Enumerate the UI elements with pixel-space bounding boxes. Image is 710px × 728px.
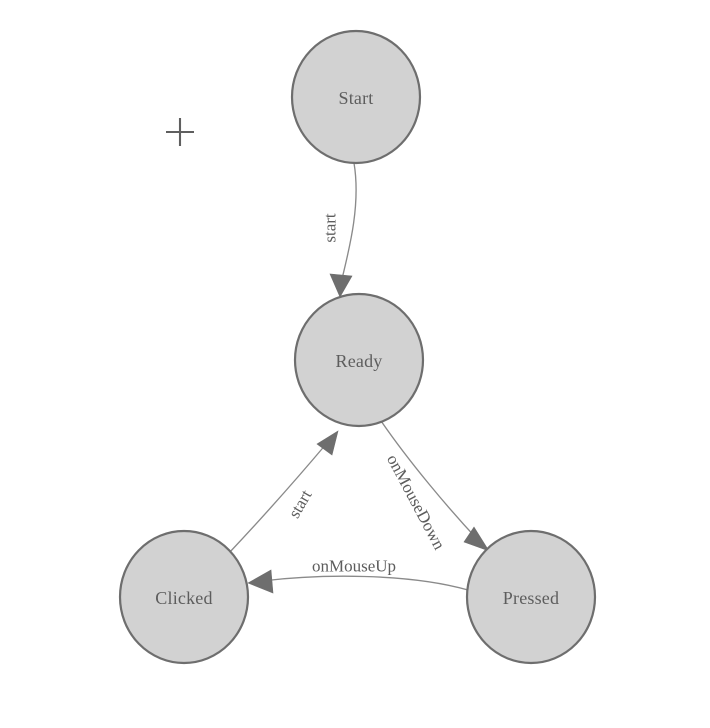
- plus-icon[interactable]: [166, 118, 194, 146]
- edge-line-start-to-ready: [340, 162, 357, 284]
- edge-ready-to-pressed[interactable]: onMouseDown: [378, 417, 490, 553]
- edge-label-start-to-ready: start: [321, 213, 340, 243]
- arrowhead-into-ready-from-clicked: [316, 430, 339, 456]
- node-shape-clicked[interactable]: [118, 529, 250, 665]
- edge-line-pressed-to-clicked: [261, 575, 469, 591]
- node-label-clicked: Clicked: [155, 588, 212, 608]
- arrowhead-into-clicked-from-pressed: [247, 569, 274, 594]
- edge-line-ready-to-pressed: [378, 417, 479, 541]
- edge-clicked-to-ready[interactable]: start: [228, 430, 339, 554]
- node-clicked[interactable]: Clicked: [118, 529, 250, 665]
- arrowhead-into-ready-from-start: [329, 273, 353, 298]
- node-ready[interactable]: Ready: [293, 292, 425, 428]
- node-shape-ready[interactable]: [293, 292, 425, 428]
- edge-line-clicked-to-ready: [228, 442, 328, 554]
- node-label-ready: Ready: [336, 351, 383, 371]
- edge-pressed-to-clicked[interactable]: onMouseUp: [247, 557, 469, 594]
- edge-start-to-ready[interactable]: start: [321, 162, 357, 298]
- node-shape-start[interactable]: [290, 29, 422, 165]
- edge-label-ready-to-pressed: onMouseDown: [383, 451, 449, 553]
- node-start[interactable]: Start: [290, 29, 422, 165]
- edge-label-pressed-to-clicked: onMouseUp: [312, 557, 396, 576]
- node-pressed[interactable]: Pressed: [465, 529, 597, 665]
- node-shape-pressed[interactable]: [465, 529, 597, 665]
- arrowhead-into-pressed-from-ready: [463, 526, 490, 552]
- edge-label-clicked-to-ready: start: [284, 486, 315, 521]
- node-label-start: Start: [339, 88, 374, 108]
- node-label-pressed: Pressed: [503, 588, 559, 608]
